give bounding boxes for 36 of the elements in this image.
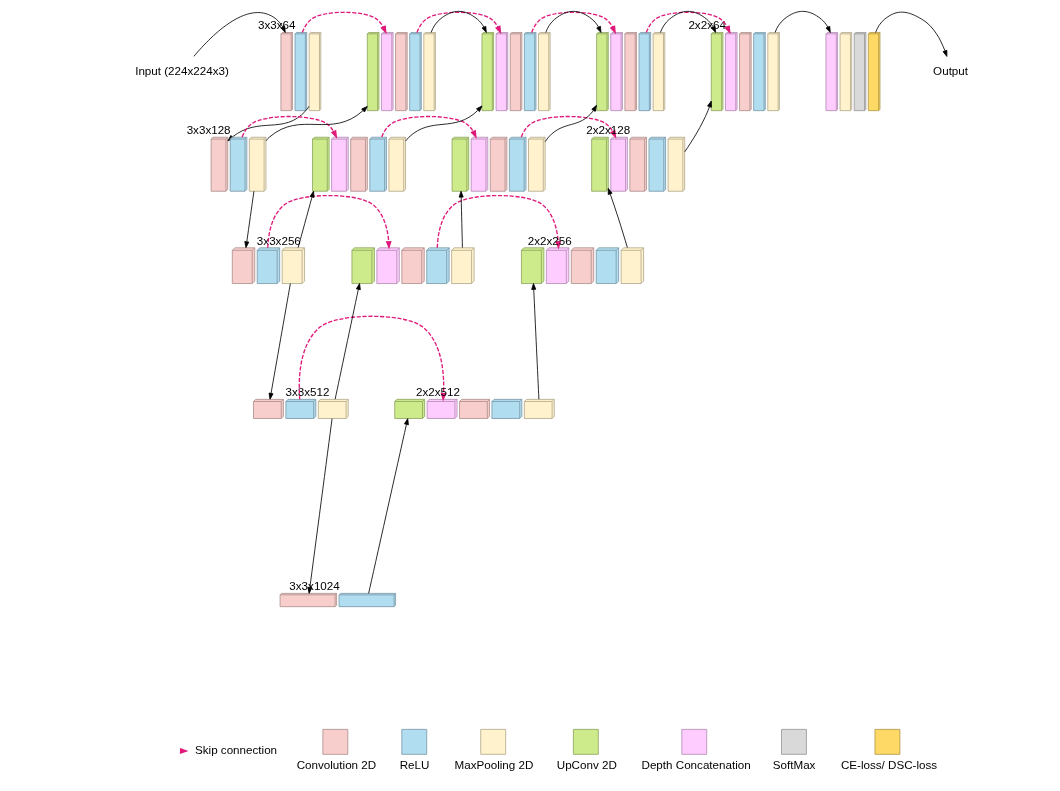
node-label: 3x3x512 <box>285 385 329 399</box>
node-label: 3x3x1024 <box>288 579 340 593</box>
arrow <box>241 115 337 139</box>
arrow <box>530 11 616 35</box>
arrow <box>265 106 368 142</box>
arrow <box>607 187 628 249</box>
arrow <box>266 194 392 250</box>
node-label: 2x2x512 <box>415 385 460 399</box>
legend-label: CE-loss/ DSC-loss <box>840 757 937 771</box>
arrow <box>458 190 464 248</box>
arrow <box>404 105 482 142</box>
arrow <box>683 100 712 153</box>
node-text: Input (224x224x3) <box>134 63 229 77</box>
arrow <box>243 190 254 248</box>
node-label: 3x3x128 <box>186 123 231 137</box>
legend-label: Depth Concatenation <box>641 757 751 771</box>
arrow <box>268 283 291 400</box>
legend-label: Skip connection <box>194 743 277 757</box>
arrow <box>544 104 597 143</box>
arrow <box>301 11 387 35</box>
arrow <box>380 115 477 139</box>
node-label: 3x3x256 <box>256 233 301 247</box>
arrow <box>530 283 539 400</box>
legend-label: SoftMax <box>772 757 815 771</box>
arrow <box>544 10 601 33</box>
arrow <box>367 418 409 594</box>
arrow <box>334 283 361 400</box>
legend-label: Convolution 2D <box>296 757 376 771</box>
arrow <box>874 11 947 57</box>
arrow <box>297 190 314 248</box>
legend-label: MaxPooling 2D <box>454 757 533 771</box>
legend-label: UpConv 2D <box>556 757 617 771</box>
legend-label: ReLU <box>399 757 429 771</box>
node-label: 2x2x256 <box>527 233 572 247</box>
node-text: Output <box>932 63 968 77</box>
node-label: 3x3x64 <box>257 18 296 32</box>
